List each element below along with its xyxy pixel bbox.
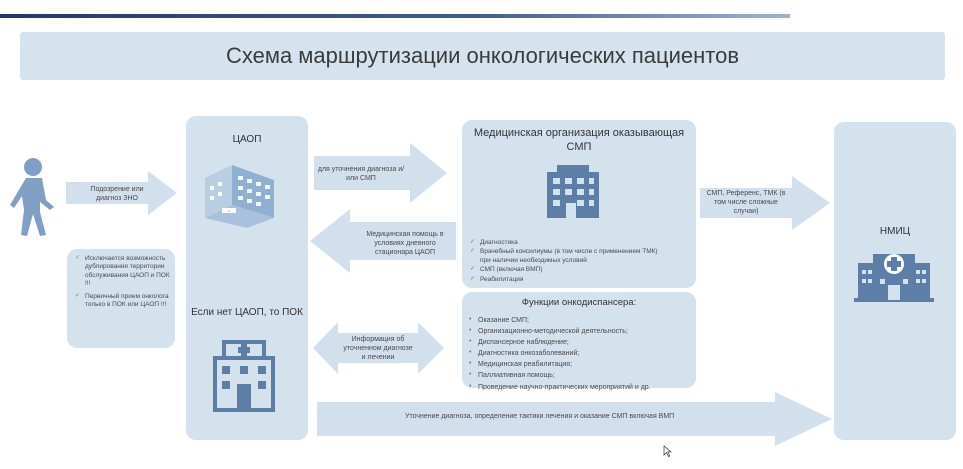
dispensary-item: Диспансерное наблюдение; bbox=[469, 337, 691, 347]
dispensary-item: Паллиативная помощь; bbox=[469, 370, 691, 380]
med-org-item: СМП (включая ВМП) bbox=[470, 266, 690, 274]
arrow-suspicion bbox=[66, 171, 177, 215]
dispensary-item: Организационно-методической деятельность… bbox=[469, 326, 691, 336]
med-org-list: Диагностика Врачебный консилиумы (в том … bbox=[470, 239, 690, 285]
svg-text:+: + bbox=[228, 209, 231, 214]
dispensary-item: Оказание СМП; bbox=[469, 315, 691, 325]
arrow-day-hospital-label: Медицинская помощь в условиях дневного с… bbox=[366, 231, 444, 256]
arrow-clarify-label: для уточнения диагноза и/или СМП bbox=[317, 166, 405, 182]
dispensary-title: Функции онкодиспансера: bbox=[521, 297, 637, 308]
med-org-item: Реабилитация bbox=[470, 276, 690, 284]
arrow-info bbox=[313, 322, 444, 374]
arrow-day-hospital bbox=[310, 209, 456, 273]
top-accent-bar bbox=[0, 14, 790, 18]
med-org-item: Диагностика bbox=[470, 239, 690, 247]
arrow-bottom bbox=[317, 392, 832, 446]
note-item: Исключается возможность дублирования тер… bbox=[75, 255, 171, 289]
arrow-info-label: Информация об уточненном диагнозе и лече… bbox=[343, 336, 413, 361]
dispensary-item: Диагностика онкозаболеваний; bbox=[469, 348, 691, 358]
med-org-item: Врачебный консилиумы (в том числе с прим… bbox=[470, 248, 690, 265]
dispensary-list: Оказание СМП; Организационно-методическо… bbox=[469, 315, 691, 394]
arrow-nmic-label: СМП, Референс, ТМК (в том числе сложные … bbox=[706, 190, 786, 215]
no-caop-label: Если нет ЦАОП, то ПОК bbox=[191, 307, 303, 318]
dispensary-item: Проведение научно-практических мероприят… bbox=[469, 382, 691, 392]
arrow-suspicion-label: Подозрение или диагноз ЗНО bbox=[90, 186, 144, 202]
arrow-nmic bbox=[700, 176, 830, 230]
nmic-label: НМИЦ bbox=[879, 226, 911, 237]
note-list: Исключается возможность дублирования тер… bbox=[75, 255, 171, 311]
note-item: Первичный прием онколога только в ПОК ил… bbox=[75, 293, 171, 310]
arrow-clarify bbox=[314, 143, 447, 203]
bottom-arrow-label: Уточнение диагноза, определение тактики … bbox=[405, 413, 675, 420]
med-org-title: Медицинская организация оказывающая СМП bbox=[473, 127, 685, 153]
caop-label: ЦАОП bbox=[232, 134, 262, 145]
title-banner bbox=[20, 32, 945, 80]
dispensary-item: Медицинская реабилитация; bbox=[469, 359, 691, 369]
page-title: Схема маршрутизации онкологических пацие… bbox=[225, 43, 740, 68]
